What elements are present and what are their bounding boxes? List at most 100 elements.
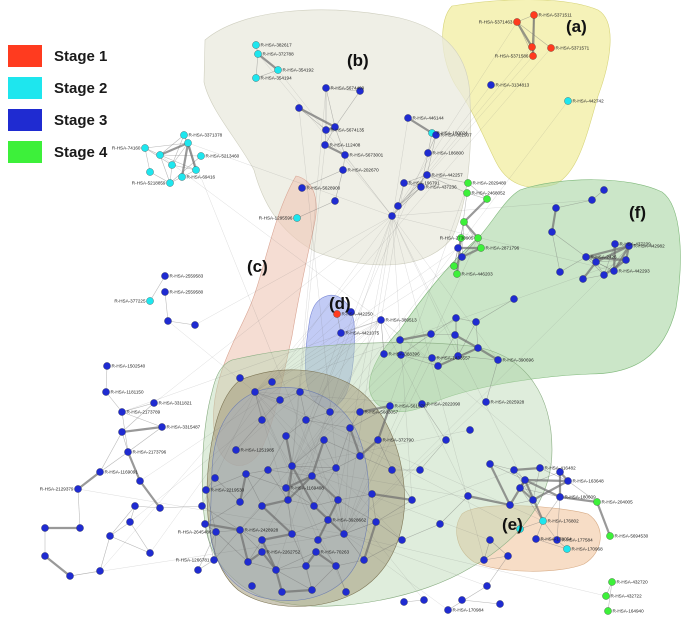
pathway-node bbox=[504, 552, 512, 560]
node-label: R-HSA-2730905 bbox=[440, 236, 474, 241]
pathway-node bbox=[131, 502, 139, 510]
network-edge bbox=[254, 391, 281, 401]
pathway-node bbox=[302, 416, 310, 424]
network-edge bbox=[430, 333, 456, 336]
node-label: R-HSA-5371586 bbox=[495, 54, 529, 59]
pathway-node bbox=[308, 586, 316, 594]
network-edge bbox=[238, 529, 250, 563]
pathway-node bbox=[197, 152, 205, 160]
pathway-node bbox=[608, 578, 616, 586]
pathway-node bbox=[451, 331, 459, 339]
network-edge bbox=[186, 142, 198, 171]
cluster-label-b: (b) bbox=[347, 51, 369, 70]
network-edge bbox=[275, 551, 317, 571]
network-edge bbox=[397, 182, 405, 207]
network-edge bbox=[399, 332, 432, 342]
network-edge bbox=[127, 426, 163, 453]
network-edge bbox=[235, 319, 382, 451]
network-edge bbox=[363, 539, 403, 561]
network-edge bbox=[291, 429, 471, 467]
legend-swatch bbox=[8, 141, 42, 163]
pathway-node bbox=[532, 535, 540, 543]
network-edge bbox=[105, 391, 123, 413]
pathway-node bbox=[611, 240, 619, 248]
network-edge bbox=[245, 473, 287, 489]
network-edge bbox=[343, 274, 605, 535]
network-edge bbox=[467, 494, 511, 507]
network-edge bbox=[204, 501, 241, 525]
pathway-node bbox=[556, 493, 564, 501]
pathway-node bbox=[236, 498, 244, 506]
network-edge bbox=[261, 419, 293, 467]
network-edge bbox=[430, 317, 457, 335]
network-edge bbox=[335, 427, 351, 469]
network-edge bbox=[343, 117, 409, 535]
node-label: R-HSA-5371463 bbox=[479, 20, 513, 25]
pathway-node bbox=[356, 408, 364, 416]
legend-swatch bbox=[8, 45, 42, 67]
network-edge bbox=[334, 169, 344, 202]
pathway-node bbox=[404, 114, 412, 122]
node-label: R-HSA-2173796 bbox=[133, 450, 167, 455]
network-edge bbox=[559, 256, 587, 273]
pathway-node bbox=[310, 502, 318, 510]
node-label: R-HSA-202670 bbox=[348, 168, 380, 173]
pathway-node bbox=[588, 196, 596, 204]
node-label: R-HSA-5674499 bbox=[331, 86, 365, 91]
network-edge bbox=[267, 465, 293, 471]
network-edge bbox=[281, 588, 313, 594]
network-edge bbox=[550, 207, 558, 233]
node-label: R-HSA-881907 bbox=[441, 133, 473, 138]
pathway-node bbox=[146, 168, 154, 176]
network-edge bbox=[524, 479, 561, 498]
network-edge bbox=[317, 533, 345, 541]
network-edge bbox=[167, 320, 196, 326]
network-edge bbox=[439, 495, 469, 525]
pathway-node bbox=[278, 588, 286, 596]
network-edge bbox=[305, 419, 345, 535]
pathway-node bbox=[258, 536, 266, 544]
network-edge bbox=[149, 275, 166, 302]
pathway-node bbox=[268, 378, 276, 386]
pathway-node bbox=[332, 464, 340, 472]
pathway-node bbox=[194, 566, 202, 574]
pathway-node bbox=[161, 272, 169, 280]
network-edge bbox=[296, 200, 336, 219]
network-edge bbox=[489, 539, 509, 557]
network-edge bbox=[144, 147, 151, 173]
network-edges bbox=[44, 14, 631, 612]
pathway-node bbox=[600, 186, 608, 194]
network-edge bbox=[159, 505, 203, 509]
pathway-node bbox=[458, 596, 466, 604]
pathway-node bbox=[106, 532, 114, 540]
network-edge bbox=[129, 319, 382, 523]
network-edge bbox=[349, 405, 391, 429]
pathway-node bbox=[386, 402, 394, 410]
pathway-node bbox=[436, 520, 444, 528]
node-label: R-HSA-3928662 bbox=[333, 518, 367, 523]
node-label: R-HSA-432720 bbox=[617, 580, 649, 585]
pathway-node bbox=[295, 104, 303, 112]
pathway-node bbox=[434, 362, 442, 370]
pathway-node bbox=[332, 562, 340, 570]
network-edge bbox=[489, 463, 526, 481]
pathway-node bbox=[312, 548, 320, 556]
network-edge bbox=[235, 419, 263, 451]
node-label: R-HSA-372790 bbox=[383, 438, 415, 443]
node-label: R-HSA-382617 bbox=[261, 43, 293, 48]
network-edge bbox=[299, 391, 307, 421]
node-label: R-HSA-354192 bbox=[283, 68, 315, 73]
pathway-node bbox=[474, 344, 482, 352]
network-edge bbox=[391, 215, 459, 357]
network-edge bbox=[343, 427, 351, 535]
pathway-node bbox=[592, 258, 600, 266]
network-edge bbox=[477, 347, 499, 361]
pathway-node bbox=[394, 202, 402, 210]
network-edge bbox=[254, 391, 263, 421]
network-edge bbox=[239, 529, 263, 541]
network-edge bbox=[275, 565, 307, 571]
network-edge bbox=[313, 467, 337, 507]
pathway-node bbox=[529, 496, 537, 504]
pathway-node bbox=[593, 498, 601, 506]
network-edge bbox=[380, 319, 561, 473]
